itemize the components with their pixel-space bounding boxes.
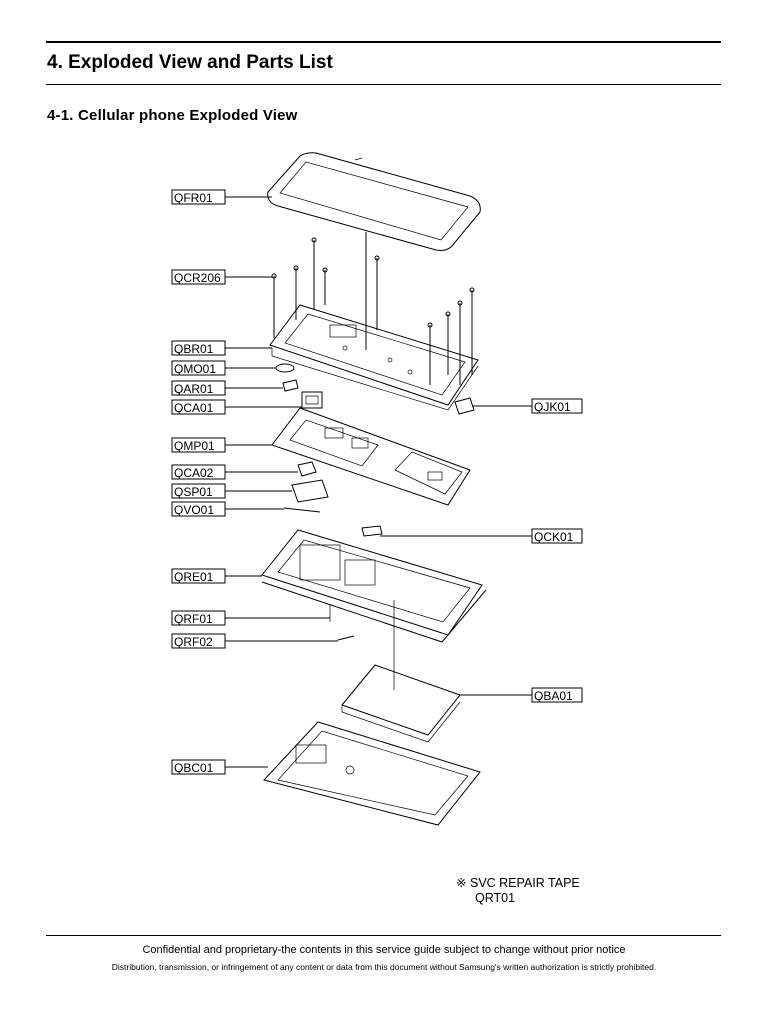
part-label-QJK01: QJK01	[472, 398, 583, 414]
svg-text:QCR206: QCR206	[174, 271, 221, 285]
front-glass-drawing	[267, 152, 481, 251]
part-label-QRE01: QRE01	[171, 568, 262, 584]
svg-text:QMO01: QMO01	[174, 362, 216, 376]
svg-text:QAR01: QAR01	[174, 382, 214, 396]
svg-text:QFR01: QFR01	[174, 191, 213, 205]
bracket-drawing	[269, 304, 479, 411]
note-mark: ※	[456, 876, 467, 890]
page-title: 4. Exploded View and Parts List	[47, 52, 333, 73]
part-label-QCK01: QCK01	[380, 528, 583, 544]
note-code: QRT01	[475, 891, 516, 905]
part-label-QRF02: QRF02	[171, 633, 338, 649]
part-label-QFR01: QFR01	[171, 189, 272, 205]
footer-rule	[46, 935, 721, 936]
exploded-view-diagram: QFR01 QCR206 QBR01 QMO01 QAR01 QCA01 QJK…	[171, 152, 583, 826]
part-label-QAR01: QAR01	[171, 380, 283, 396]
screws-drawing	[271, 232, 475, 385]
jack-drawing	[454, 397, 475, 415]
battery-drawing	[341, 600, 461, 743]
rear-case-drawing	[261, 529, 487, 643]
svg-text:QVO01: QVO01	[174, 503, 214, 517]
sub-parts-drawing	[283, 461, 383, 537]
svg-text:QJK01: QJK01	[534, 400, 571, 414]
title-rule	[46, 84, 721, 85]
svg-text:QCA02: QCA02	[174, 466, 214, 480]
part-label-QBA01: QBA01	[460, 687, 583, 703]
svg-text:QCA01: QCA01	[174, 401, 214, 415]
svg-text:QBA01: QBA01	[534, 689, 573, 703]
part-label-QSP01: QSP01	[171, 483, 292, 499]
part-label-QBC01: QBC01	[171, 759, 268, 775]
footer-distribution: Distribution, transmission, or infringem…	[111, 962, 657, 972]
main-pcb-drawing	[271, 407, 471, 506]
svg-text:QBR01: QBR01	[174, 342, 214, 356]
note-text: SVC REPAIR TAPE	[470, 876, 580, 890]
part-label-QCA02: QCA02	[171, 464, 298, 480]
part-label-QMO01: QMO01	[171, 360, 276, 376]
svg-text:QMP01: QMP01	[174, 439, 215, 453]
part-label-QCR206: QCR206	[171, 269, 272, 285]
part-label-QCA01: QCA01	[171, 399, 302, 415]
part-label-QBR01: QBR01	[171, 340, 272, 356]
section-title: 4-1. Cellular phone Exploded View	[47, 107, 298, 124]
part-label-QMP01: QMP01	[171, 437, 272, 453]
svg-text:QRF02: QRF02	[174, 635, 213, 649]
svc-repair-tape-note: ※SVC REPAIR TAPE QRT01	[456, 876, 580, 906]
part-label-QRF01: QRF01	[171, 610, 330, 626]
motor-drawing	[275, 363, 299, 392]
top-rule	[46, 41, 721, 43]
camera-drawing	[301, 391, 323, 409]
svg-text:QRE01: QRE01	[174, 570, 214, 584]
svg-text:QBC01: QBC01	[174, 761, 214, 775]
part-label-QVO01: QVO01	[171, 501, 284, 517]
svg-text:QCK01: QCK01	[534, 530, 574, 544]
svg-text:QRF01: QRF01	[174, 612, 213, 626]
back-cover-drawing	[263, 721, 481, 826]
footer-confidential: Confidential and proprietary-the content…	[142, 944, 626, 956]
svg-text:QSP01: QSP01	[174, 485, 213, 499]
